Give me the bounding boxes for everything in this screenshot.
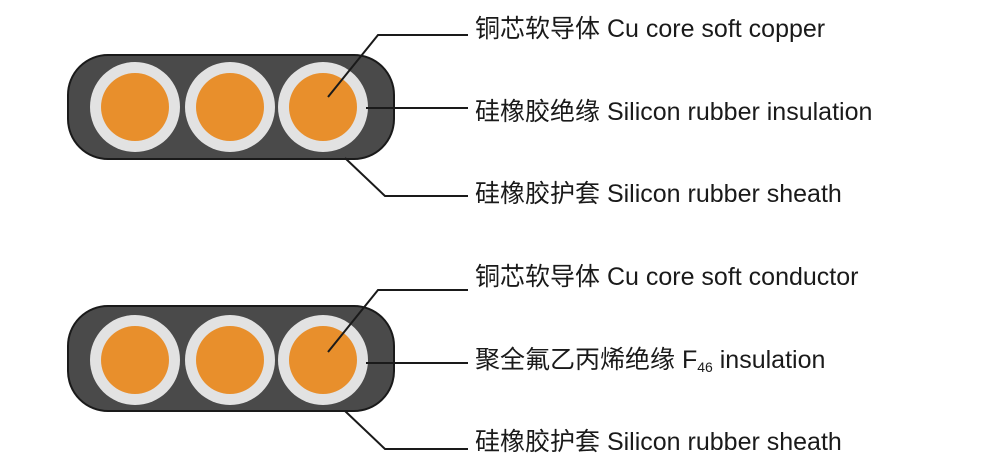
cable-top-sheath-label: 硅橡胶护套 Silicon rubber sheath <box>475 180 842 208</box>
cable-top-core-3 <box>278 62 368 152</box>
cable-top-conductor-leader <box>327 34 468 98</box>
cable-bottom-core-1-conductor <box>101 326 169 394</box>
cable-top-core-1-conductor <box>101 73 169 141</box>
cable-bottom-insulation-label-subscript: 46 <box>697 359 713 375</box>
cable-top-core-2-conductor <box>196 73 264 141</box>
cable-bottom-sheath-leader <box>344 410 468 450</box>
cable-top: 铜芯软导体 Cu core soft copper 硅橡胶绝缘 Silicon … <box>67 15 872 208</box>
cable-top-core-3-conductor <box>289 73 357 141</box>
cable-bottom: 铜芯软导体 Cu core soft conductor 聚全氟乙丙烯绝缘 F4… <box>67 263 858 456</box>
cable-top-conductor-label: 铜芯软导体 Cu core soft copper <box>475 15 825 43</box>
cable-top-insulation-label: 硅橡胶绝缘 Silicon rubber insulation <box>475 98 872 126</box>
cable-bottom-insulation-label-prefix: 聚全氟乙丙烯绝缘 F <box>475 346 697 374</box>
cable-bottom-conductor-label: 铜芯软导体 Cu core soft conductor <box>475 263 858 291</box>
cable-top-core-1 <box>90 62 180 152</box>
cable-top-sheath-leader <box>344 157 468 197</box>
cable-bottom-conductor-leader <box>327 289 468 353</box>
cable-bottom-insulation-label-suffix: insulation <box>713 346 826 374</box>
cable-bottom-core-2 <box>185 315 275 405</box>
cable-bottom-core-3 <box>278 315 368 405</box>
cable-bottom-sheath-label: 硅橡胶护套 Silicon rubber sheath <box>475 428 842 456</box>
cable-bottom-insulation-label: 聚全氟乙丙烯绝缘 F46 insulation <box>475 346 825 375</box>
cable-bottom-core-1 <box>90 315 180 405</box>
cable-top-core-2 <box>185 62 275 152</box>
cable-bottom-core-3-conductor <box>289 326 357 394</box>
cable-bottom-core-2-conductor <box>196 326 264 394</box>
